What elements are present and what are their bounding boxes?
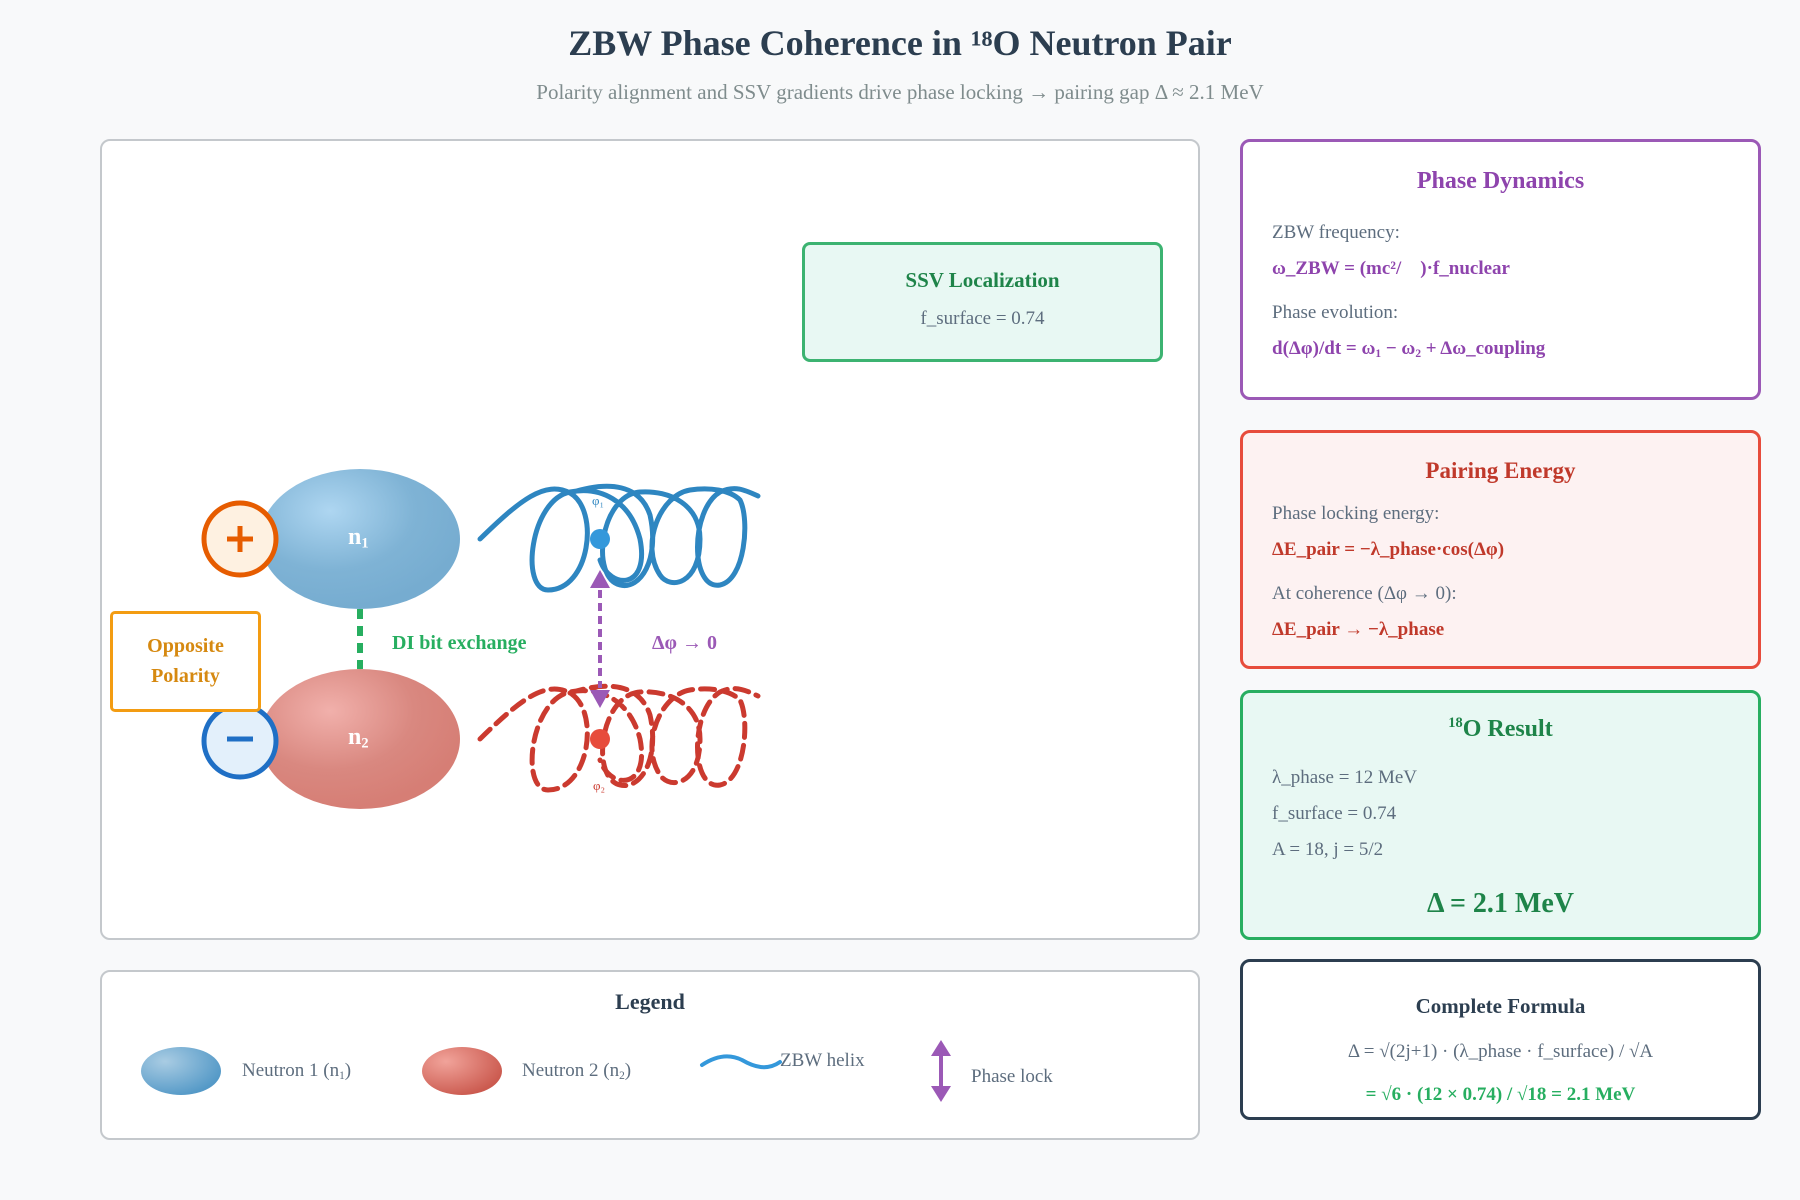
phase-dynamics-title: Phase Dynamics bbox=[1416, 168, 1585, 194]
phi2-label: φ₂ bbox=[593, 778, 606, 793]
coherence-label: At coherence (Δφ → 0): bbox=[1272, 583, 1457, 604]
result-value: Δ = 2.1 MeV bbox=[1426, 888, 1575, 919]
phase-evolution-label: Phase evolution: bbox=[1272, 302, 1399, 323]
zbw-helix-2 bbox=[477, 683, 761, 793]
formula-numeric: = √6 · (12 × 0.74) / √18 = 2.1 MeV bbox=[1365, 1084, 1636, 1105]
phase-point-1-icon bbox=[590, 529, 610, 549]
neutron2-label: n2 bbox=[348, 724, 369, 752]
ssv-value: f_surface = 0.74 bbox=[920, 308, 1045, 329]
phase-lock-arrow-icon bbox=[931, 1040, 951, 1056]
formula-general: Δ = √(2j+1) · (λ_phase · f_surface) / √A bbox=[1347, 1041, 1654, 1062]
ssv-title: SSV Localization bbox=[905, 268, 1060, 292]
phase-evolution-eq: d(Δφ)/dt = ω1 − ω2 + Δω_coupling bbox=[1272, 338, 1546, 360]
formula-title: Complete Formula bbox=[1415, 994, 1586, 1018]
phase-lock-arrow-up-icon bbox=[590, 570, 610, 588]
phi1-label: φ₁ bbox=[592, 493, 605, 508]
result-panel: 18O Result λ_phase = 12 MeV f_surface = … bbox=[1240, 690, 1761, 940]
legend-item-phase-lock: Phase lock bbox=[971, 1066, 1053, 1087]
neutron2-ellipse-icon bbox=[422, 1047, 502, 1095]
result-line-aj: A = 18, j = 5/2 bbox=[1272, 839, 1384, 860]
exchange-label: DI bit exchange bbox=[392, 632, 527, 654]
phase-point-2-icon bbox=[590, 729, 610, 749]
opposite-polarity-box: Opposite Polarity bbox=[110, 611, 261, 712]
pairing-energy-panel: Pairing Energy Phase locking energy: ΔE_… bbox=[1240, 430, 1761, 669]
legend-item-helix: ZBW helix bbox=[780, 1050, 865, 1071]
zbw-helix-icon bbox=[700, 1054, 782, 1070]
phase-lock-arrow-down-icon bbox=[590, 690, 610, 708]
ssv-localization-box: SSV Localization f_surface = 0.74 bbox=[802, 242, 1163, 362]
page-title: ZBW Phase Coherence in ¹⁸O Neutron Pair bbox=[568, 23, 1232, 63]
neutron1-ellipse-icon bbox=[141, 1047, 221, 1095]
diagram-canvas: n1 n2 Opposite Polarity DI bit exchange … bbox=[100, 139, 1200, 940]
neutron2-ellipse-icon bbox=[260, 669, 460, 809]
neutron1-label: n1 bbox=[348, 524, 369, 552]
result-title: 18O Result bbox=[1448, 715, 1553, 742]
zbw-frequency-label: ZBW frequency: bbox=[1272, 222, 1400, 243]
phase-dynamics-panel: Phase Dynamics ZBW frequency: ω_ZBW = (m… bbox=[1240, 139, 1761, 400]
legend-item-neutron2: Neutron 2 (n2) bbox=[522, 1060, 632, 1082]
zbw-frequency-eq: ω_ZBW = (mc²/ )·f_nuclear bbox=[1272, 258, 1510, 279]
page-subtitle: Polarity alignment and SSV gradients dri… bbox=[536, 80, 1264, 104]
formula-panel: Complete Formula Δ = √(2j+1) · (λ_phase … bbox=[1240, 959, 1761, 1120]
result-line-lambda: λ_phase = 12 MeV bbox=[1272, 767, 1417, 788]
result-line-fsurface: f_surface = 0.74 bbox=[1272, 803, 1397, 824]
zbw-helix-1 bbox=[477, 483, 761, 593]
phase-locking-label: Phase locking energy: bbox=[1272, 503, 1440, 524]
coherence-eq: ΔE_pair → −λ_phase bbox=[1272, 619, 1445, 640]
legend-item-neutron1: Neutron 1 (n1) bbox=[242, 1060, 352, 1082]
legend-panel: Legend Neutron 1 (n1) Neutron 2 (n2) ZBW… bbox=[100, 970, 1200, 1140]
neutron1-ellipse-icon bbox=[260, 469, 460, 609]
phase-locking-eq: ΔE_pair = −λ_phase·cos(Δφ) bbox=[1272, 539, 1505, 560]
legend-title: Legend bbox=[615, 989, 685, 1014]
phase-diff-label: Δφ → 0 bbox=[652, 632, 718, 654]
pairing-energy-title: Pairing Energy bbox=[1425, 458, 1576, 483]
